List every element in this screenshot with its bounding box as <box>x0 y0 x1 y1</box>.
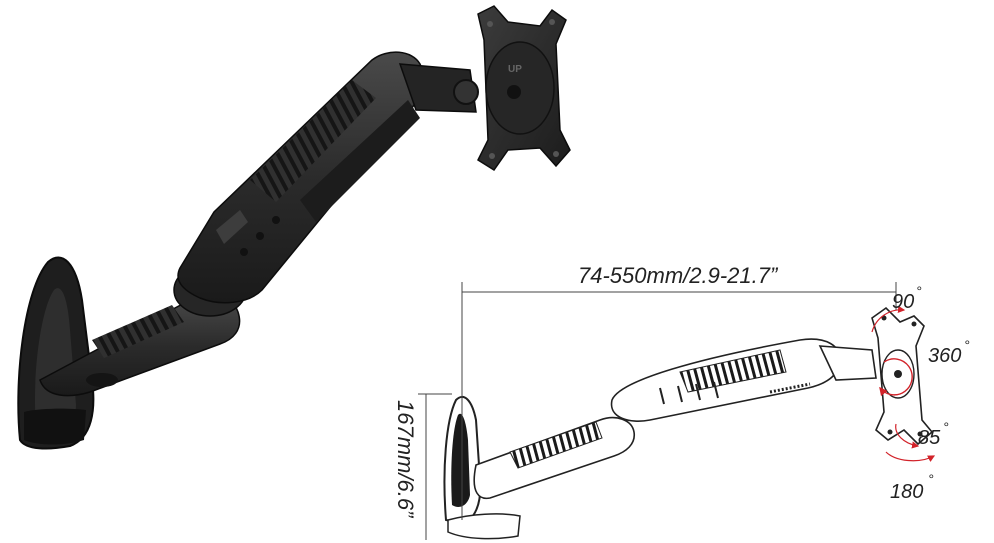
height-label: 167mm/6.6” <box>393 400 418 519</box>
tilt-arrow <box>871 305 906 333</box>
pivot-arrow <box>885 451 936 463</box>
tilt-label: 90 <box>892 291 914 313</box>
arm-diagram: 74-550mm/2.9-21.7” 167mm/6.6” 90 ° 360 °… <box>393 263 970 540</box>
plate-marking: UP <box>508 64 522 75</box>
rotation-arrow <box>879 358 913 397</box>
extension-label: 74-550mm/2.9-21.7” <box>578 263 779 288</box>
swivel-arrow <box>895 423 920 449</box>
rotation-label: 360 <box>928 345 961 367</box>
swivel-degree: ° <box>943 419 949 435</box>
rotation-degree: ° <box>964 337 970 353</box>
monitor-arm-photo: UP <box>17 5 571 450</box>
pivot-label: 180 <box>890 481 923 503</box>
upper-arm <box>177 51 425 304</box>
swivel-label: 85 <box>918 427 941 449</box>
tilt-degree: ° <box>916 283 922 299</box>
pivot-degree: ° <box>928 471 934 487</box>
